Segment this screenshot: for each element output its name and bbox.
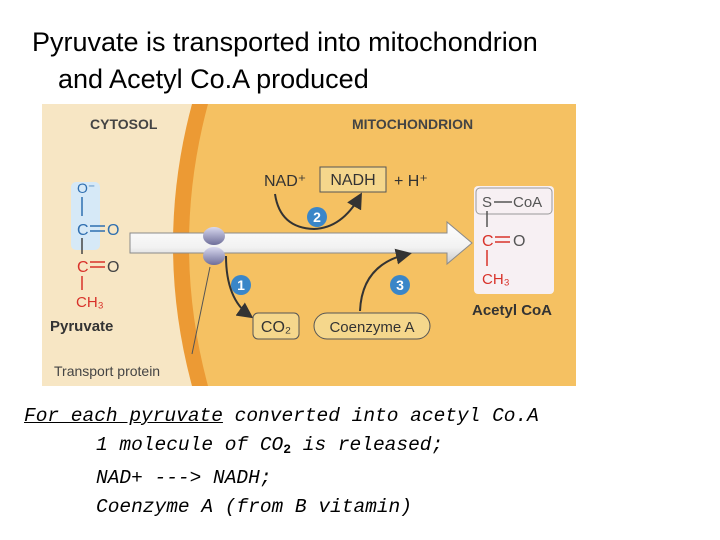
notes-line-3: NAD+ ---> NADH; <box>96 467 272 489</box>
notes-line-2-text: 1 molecule of CO <box>96 434 284 456</box>
acetyl-coa-coa: CoA <box>513 194 542 211</box>
acetyl-coa-coa-frame <box>475 187 553 215</box>
nad-label: NAD⁺ <box>264 173 306 190</box>
pyruvate-highlight <box>71 182 100 250</box>
acetyl-coa-highlight <box>474 186 554 294</box>
pyruvate-label: Pyruvate <box>50 318 113 335</box>
nad-reduction-arrow <box>274 192 362 231</box>
slide-title-line-1: Pyruvate is transported into mitochondri… <box>32 27 538 57</box>
step-3-circle <box>390 275 410 295</box>
notes-line-2-subscript: 2 <box>283 442 292 457</box>
pyruvate-transport-diagram: CYTOSOL MITOCHONDRION NAD⁺ NADH + H⁺ 2 O… <box>42 104 576 386</box>
pyruvate-ch3: CH₃ <box>76 294 104 311</box>
explanation-notes: For each pyruvate converted into acetyl … <box>24 402 704 522</box>
slide-title: Pyruvate is transported into mitochondri… <box>32 24 692 98</box>
nadh-box <box>319 166 387 193</box>
transport-protein-lower <box>203 247 225 265</box>
diagram-canvas: CYTOSOL MITOCHONDRION NAD⁺ NADH + H⁺ 2 O… <box>42 104 576 386</box>
step-1-number: 1 <box>237 277 245 293</box>
slide-title-line-2: and Acetyl Co.A produced <box>58 64 369 94</box>
acetyl-coa-c: C <box>482 233 494 250</box>
transport-protein-pointer <box>191 266 211 355</box>
notes-line-2-rest: is released; <box>291 434 444 456</box>
notes-line-1-underlined: For each pyruvate <box>24 405 223 427</box>
acetyl-coa-s: S <box>482 194 492 211</box>
step-2-circle <box>307 207 327 227</box>
coenzyme-a-addition-arrow <box>359 248 412 312</box>
co2-box <box>252 312 300 340</box>
step-2-number: 2 <box>313 209 321 225</box>
acetyl-coa-label: Acetyl CoA <box>472 302 552 319</box>
step-3-number: 3 <box>396 277 404 293</box>
transport-protein-label: Transport protein <box>54 363 160 379</box>
notes-line-1-rest: converted into acetyl Co.A <box>222 405 539 427</box>
cytosol-label: CYTOSOL <box>90 116 158 132</box>
transport-protein-upper <box>203 227 225 245</box>
notes-line-2: 1 molecule of CO2 is released; <box>24 431 704 464</box>
acetyl-coa-o: O <box>513 233 525 250</box>
coenzyme-a-box <box>313 312 431 340</box>
step-1-circle <box>231 275 251 295</box>
pyruvate-c2: C <box>77 259 89 276</box>
coenzyme-a-label: Coenzyme A <box>329 319 414 336</box>
nadh-label: NADH <box>330 172 375 189</box>
pyruvate-c1: C <box>77 222 89 239</box>
acetyl-coa-ch3: CH₃ <box>482 271 510 288</box>
pyruvate-o2: O <box>107 259 119 276</box>
transport-arrow <box>129 220 473 266</box>
decarboxylation-arrow <box>225 255 254 319</box>
pyruvate-o1: O <box>107 222 119 239</box>
h-plus-label: + H⁺ <box>394 173 428 190</box>
co2-label: CO₂ <box>261 319 291 336</box>
notes-line-1: For each pyruvate converted into acetyl … <box>24 402 704 431</box>
notes-line-4: Coenzyme A (from B vitamin) <box>96 496 412 518</box>
mitochondrion-label: MITOCHONDRION <box>352 116 473 132</box>
pyruvate-o-minus: O⁻ <box>77 180 95 196</box>
